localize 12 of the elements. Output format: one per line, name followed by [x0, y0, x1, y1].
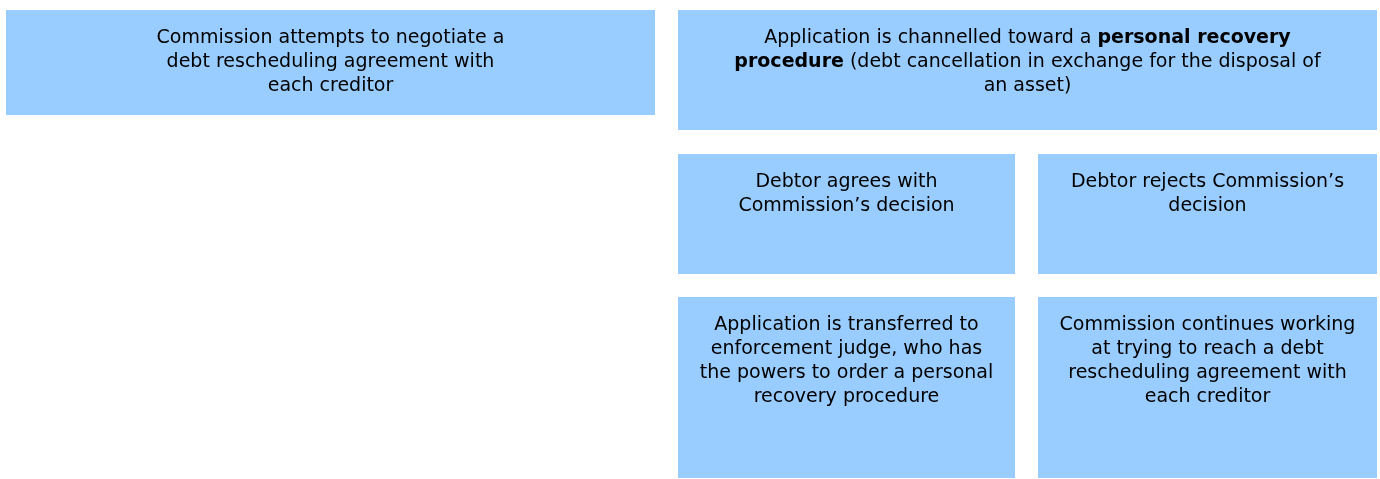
- box-text: Debtor rejects Commission’s decision: [1069, 168, 1346, 216]
- process-box: [678, 154, 1015, 274]
- box-text: Commission continues working at trying to reach a debt rescheduling agreement with each creditor: [1058, 311, 1357, 407]
- box-text: Commission attempts to negotiate a debt rescheduling agreement with each creditor: [156, 24, 505, 96]
- process-box: [6, 10, 655, 115]
- process-box: [678, 297, 1015, 478]
- box-text: Debtor agrees with Commission’s decision: [737, 168, 956, 216]
- process-box: [1038, 297, 1377, 478]
- process-box: [1038, 154, 1377, 274]
- box-text: Application is channelled toward a personal recovery procedure (debt cancellation in exchange for the disposal of an asset): [733, 24, 1322, 96]
- box-text: Application is transferred to enforcement judge, who has the powers to order a personal recovery procedure: [698, 311, 995, 407]
- process-box: [678, 10, 1377, 130]
